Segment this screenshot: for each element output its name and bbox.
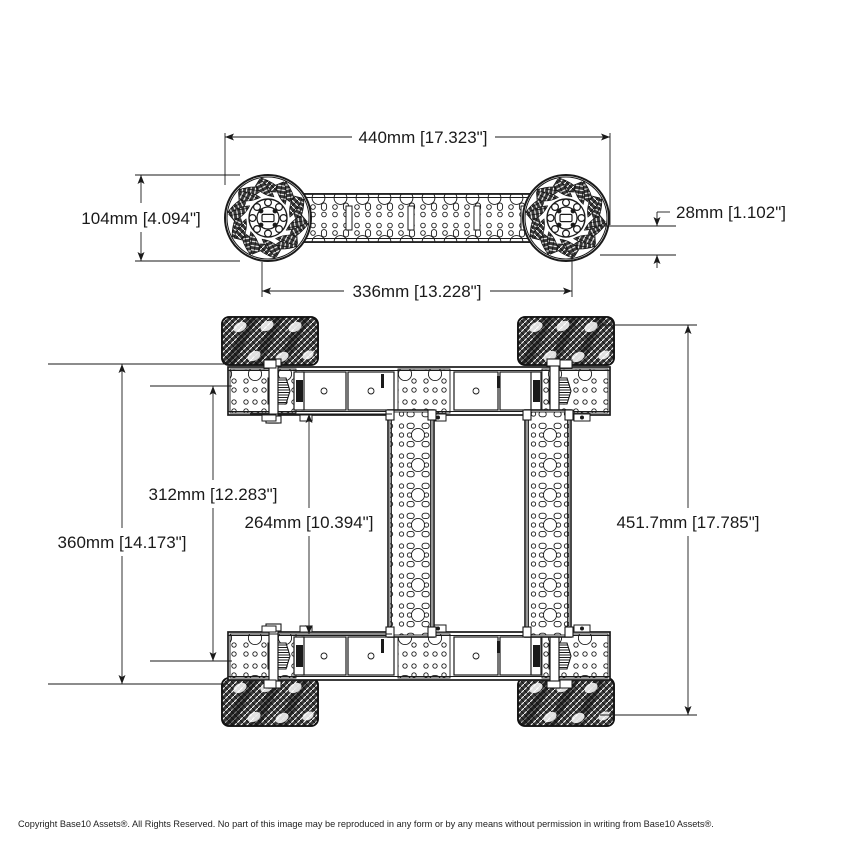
dimension-chassis-length-outer: 360mm [14.173"] [48,363,228,685]
dimension-label-wheel-diameter: 104mm [4.094"] [81,209,200,228]
dimension-label-chassis-length-outer: 360mm [14.173"] [58,533,187,552]
dimension-label-overall-width: 440mm [17.323"] [359,128,488,147]
dimension-label-rail-spacing: 264mm [10.394"] [245,513,374,532]
wheel-front-right [522,174,610,262]
dimension-rail-spacing: 264mm [10.394"] [245,413,392,635]
wheel-plan-front-right [518,317,614,365]
dimension-label-chassis-length-inner: 312mm [12.283"] [149,485,278,504]
dimension-wheel-diameter: 104mm [4.094"] [81,174,240,262]
dimension-overall-width: 440mm [17.323"] [224,128,611,225]
dimension-label-overall-length: 451.7mm [17.785"] [616,513,759,532]
wheel-plan-front-left [222,317,318,365]
chassis-channel-elevation [299,193,541,243]
dimension-label-wheel-thickness: 28mm [1.102"] [676,203,786,222]
copyright-notice: Copyright Base10 Assets®. All Rights Res… [18,819,714,829]
side-rail-top [227,358,611,424]
cross-rail-right [522,409,574,638]
wheel-front-left [224,174,312,262]
dimension-wheel-thickness: 28mm [1.102"] [600,203,786,268]
dimension-overall-length: 451.7mm [17.785"] [600,324,760,716]
front-elevation-view: 440mm [17.323"] 104mm [4.094"] 28mm [1.1… [81,128,786,301]
dimension-track-width: 336mm [13.228"] [261,252,573,301]
plan-view: 360mm [14.173"] 312mm [12.283"] 264mm [1… [48,317,760,726]
cross-rail-left [385,409,437,638]
dimension-label-track-width: 336mm [13.228"] [353,282,482,301]
dimension-chassis-length-inner: 312mm [12.283"] [149,385,278,662]
